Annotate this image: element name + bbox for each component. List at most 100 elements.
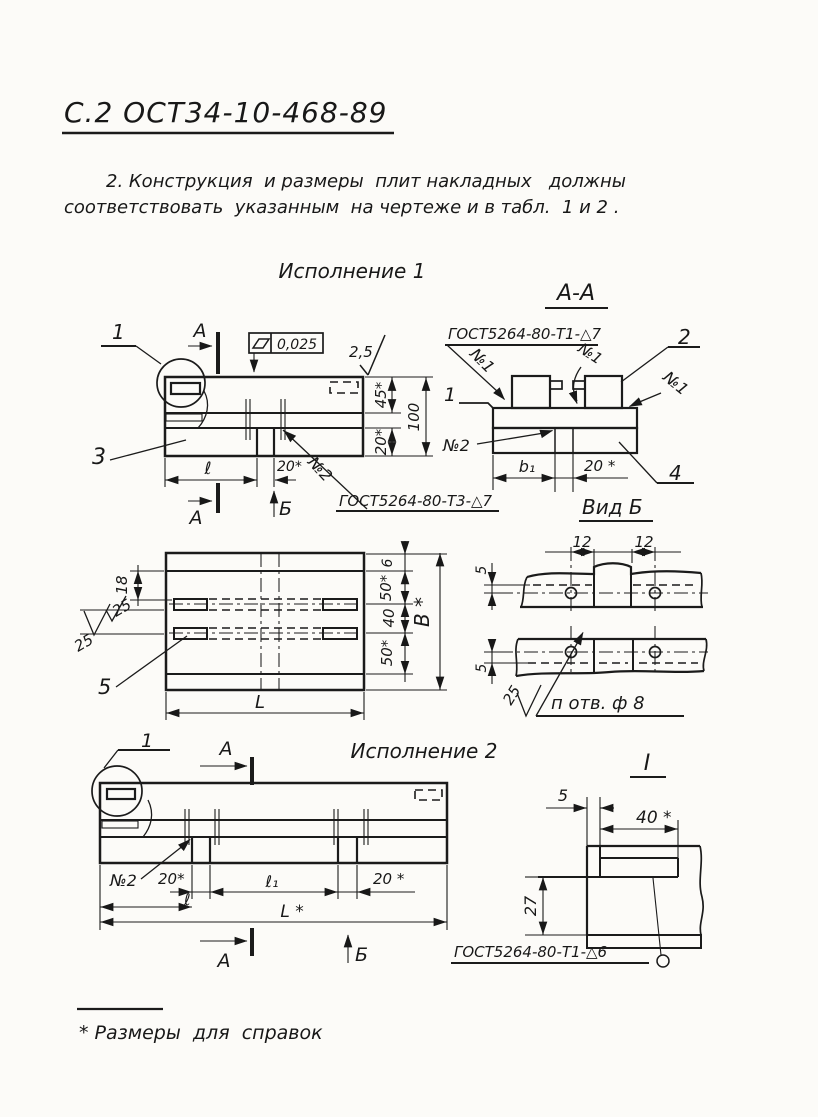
- dim-20-right: 20 *: [373, 870, 405, 888]
- view1-roughness-mark: 2,5: [349, 334, 386, 376]
- weld-gost-text: ГОСТ5264-80-Т3-△7: [339, 492, 493, 510]
- dim-100: 100: [405, 403, 423, 432]
- roughness-value: 2,5: [349, 343, 373, 361]
- dim-l: ℓ: [203, 459, 211, 479]
- dim-l1: ℓ₁: [264, 872, 278, 891]
- view2-pos1-label: 1: [141, 730, 153, 752]
- section-aa-title: А-А: [555, 281, 595, 306]
- section-aa-pos4: 4: [669, 461, 682, 485]
- section-aa-weld-note: ГОСТ5264-80-Т1-△7: [448, 325, 602, 343]
- plan-pos5-label: 5: [98, 675, 111, 699]
- dim-5: 5: [558, 786, 568, 805]
- dim-L: L: [255, 692, 265, 713]
- aa-lower-band: [491, 426, 639, 455]
- detail-i: I 5 40 * 27 ГО: [451, 751, 704, 968]
- tolerance-value: 0,025: [277, 337, 317, 353]
- view2-detail-circle: [91, 765, 143, 817]
- view2-dimensions: №2 20* ℓ₁ 20 * ℓ L *: [99, 839, 448, 930]
- view2-view-arrow-b: Б: [343, 934, 368, 966]
- dim-20-side: 20*: [372, 428, 390, 455]
- weld-no1-right: №1: [659, 367, 693, 399]
- view-b: Вид Б: [474, 495, 708, 718]
- view1-bottom-dimensions: ℓ 20*: [164, 458, 302, 487]
- view2-cut-mark-bottom: А: [200, 928, 254, 972]
- weld-no1-left: №1: [465, 344, 498, 377]
- plan-view: 6 50* 40 50* B * 18 25 25 5: [71, 541, 447, 720]
- view1-cut-mark-bottom: А: [188, 483, 220, 529]
- plan-length-dimension: L: [165, 692, 365, 720]
- dim-40: 40 *: [636, 808, 672, 828]
- view-letter: Б: [279, 498, 292, 520]
- aa-weld-strip: [554, 427, 574, 454]
- aa-left-block: [510, 374, 552, 410]
- footnote-text: * Размеры для справок: [79, 1022, 323, 1044]
- cut-letter: А: [216, 950, 231, 972]
- view1-right-dimensions: 45* 20* 100: [365, 376, 433, 457]
- view1-pos3-label: 3: [92, 445, 106, 470]
- view-b-top-dimensions: 12 12: [545, 533, 681, 570]
- dim-40: 40: [380, 608, 398, 627]
- dim-6: 6: [380, 558, 396, 567]
- dim-12-left: 12: [572, 533, 591, 551]
- detail-i-base-hatch: [586, 934, 702, 949]
- dim-l: ℓ: [183, 890, 191, 909]
- view2-cut-mark-top: А: [200, 738, 254, 785]
- view1-pos1-label: 1: [112, 320, 125, 344]
- view2-title: Исполнение 2: [351, 739, 498, 763]
- note-line-2: соответствовать указанным на чертеже и в…: [64, 197, 619, 218]
- detail-i-title: I: [644, 751, 651, 776]
- dim-5-top: 5: [474, 565, 490, 574]
- view1-weld-hatch: [165, 413, 203, 422]
- roughness-check-bottom: [83, 603, 111, 637]
- plan-left-dimensions: 18 25 25: [71, 565, 172, 655]
- weld-no1-mid: №1: [574, 339, 606, 368]
- rough-25-top: 25: [109, 595, 135, 620]
- dim-20: 20 *: [584, 457, 616, 475]
- detail-i-weld-note: ГОСТ5264-80-Т1-△6: [451, 877, 670, 968]
- dim-B: B *: [410, 597, 434, 627]
- section-aa-pos1: 1: [444, 384, 456, 406]
- cut-letter: А: [188, 507, 203, 529]
- page-header-text: С.2 ОСТ34-10-468-89: [64, 96, 388, 129]
- view-ispolnenie1: Исполнение 1 1 А А Б: [92, 259, 499, 529]
- flatness-icon: [251, 338, 271, 349]
- weld-no2-label: №2: [109, 871, 137, 890]
- view2-slot: [105, 787, 137, 801]
- plan-outline: [164, 551, 366, 692]
- view1-title: Исполнение 1: [279, 259, 426, 283]
- roughness-check-top: [105, 595, 127, 623]
- weld-gost-text: ГОСТ5264-80-Т1-△6: [454, 943, 607, 961]
- aa-right-block: [583, 374, 624, 410]
- dim-L: L *: [280, 902, 303, 922]
- view-ispolnenie2: Исполнение 2 1 А: [91, 730, 498, 972]
- roughness-check: [516, 684, 542, 718]
- view-b-left-dimensions: 5 5: [474, 563, 532, 684]
- aa-plate: [491, 406, 639, 430]
- view2-weld-hatch: [101, 820, 139, 829]
- cut-letter: А: [192, 320, 207, 342]
- detail-i-dimensions: 5 40 * 27: [521, 786, 678, 936]
- view-b-title: Вид Б: [582, 495, 643, 519]
- section-aa: А-А ГОСТ5264-80-Т1-△7 №1 №1 №1 2 1 №2: [442, 281, 700, 492]
- weld-point-circle: [656, 954, 670, 968]
- note-paragraph: 2. Конструкция и размеры плит накладных …: [64, 171, 626, 218]
- cut-letter: А: [218, 738, 233, 760]
- dim-18: 18: [113, 575, 131, 594]
- dim-50-top: 50*: [377, 574, 395, 601]
- footnote: * Размеры для справок: [77, 1007, 323, 1044]
- rough-25: 25: [499, 682, 524, 708]
- section-aa-dimensions: b₁ 20 *: [492, 453, 628, 492]
- dim-20-bottom: 20*: [277, 459, 302, 475]
- note-line-1: 2. Конструкция и размеры плит накладных …: [106, 171, 626, 192]
- dim-5-bottom: 5: [474, 663, 490, 672]
- view2-hidden-slot: [414, 789, 443, 801]
- holes-note-text: п отв. ф 8: [551, 693, 645, 714]
- view1-hidden-slot: [329, 381, 359, 394]
- view1-view-arrow-b: Б: [269, 490, 292, 520]
- plan-right-dimensions: 6 50* 40 50* B *: [366, 541, 447, 691]
- section-aa-no2: №2: [442, 436, 470, 455]
- view-letter: Б: [355, 944, 368, 966]
- dim-50-bottom: 50*: [378, 639, 396, 666]
